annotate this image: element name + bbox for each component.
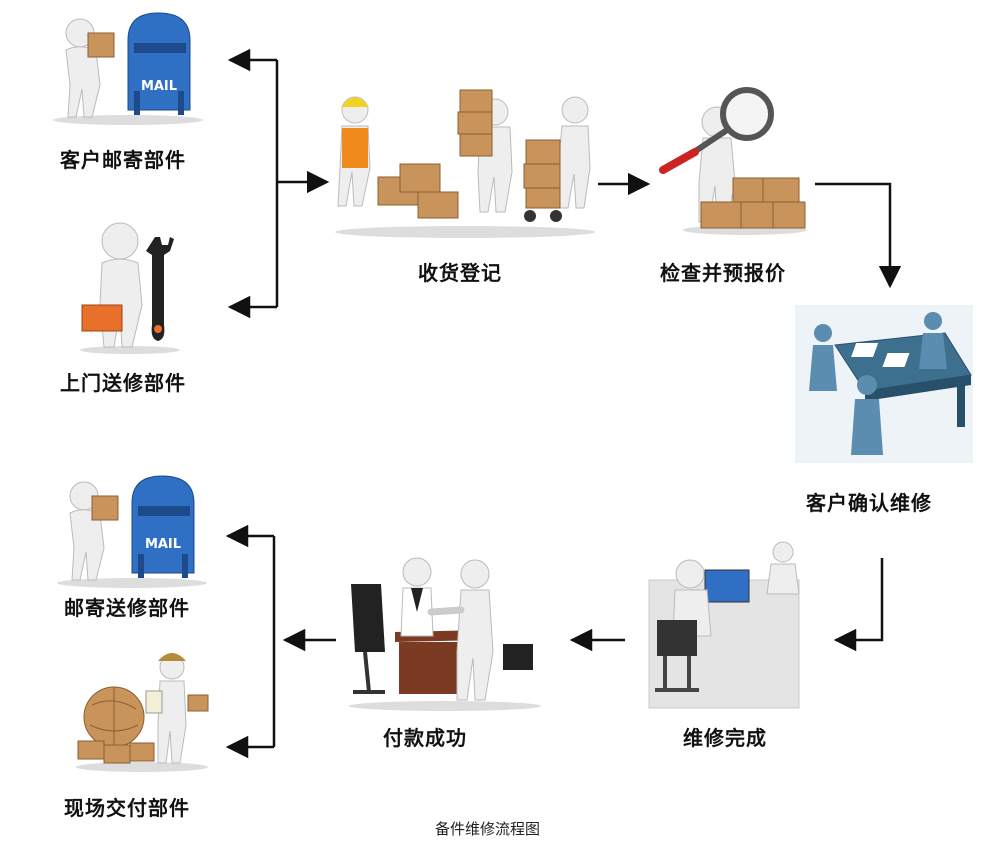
bracket-top-left [227,48,330,319]
diagram-caption: 备件维修流程图 [435,820,541,838]
bracket-bottom-left [225,524,336,759]
arrow-confirm-to-repaired [833,558,884,652]
node-confirm-label: 客户确认维修 [806,491,932,515]
arrow-inspect-to-confirm [815,182,902,289]
node-onsite-in-label: 上门送修部件 [60,371,186,395]
mailbox-label: MAIL [141,79,177,94]
node-inspect-label: 检查并预报价 [660,261,786,285]
node-paid-label: 付款成功 [383,726,467,750]
node-onsite-out-label: 现场交付部件 [64,796,190,820]
node-mail-in-label: 客户邮寄部件 [60,148,186,172]
office-cubicle-illustration [635,540,810,710]
mailbox-label-2: MAIL [145,537,181,552]
node-mail-out-label: 邮寄送修部件 [64,596,190,620]
courier-globe-illustration [76,653,209,772]
inspection-magnifier-illustration [659,87,807,235]
mailbox-person-illustration: MAIL [53,12,203,125]
node-receive-label: 收货登记 [418,261,502,285]
handshake-deal-illustration [349,557,541,711]
receiving-workers-illustration [335,89,595,238]
meeting-table-illustration [795,305,973,463]
wrench-person-illustration [80,222,180,354]
node-repaired-label: 维修完成 [683,726,767,750]
mailbox-person-illustration-2: MAIL [57,475,207,588]
